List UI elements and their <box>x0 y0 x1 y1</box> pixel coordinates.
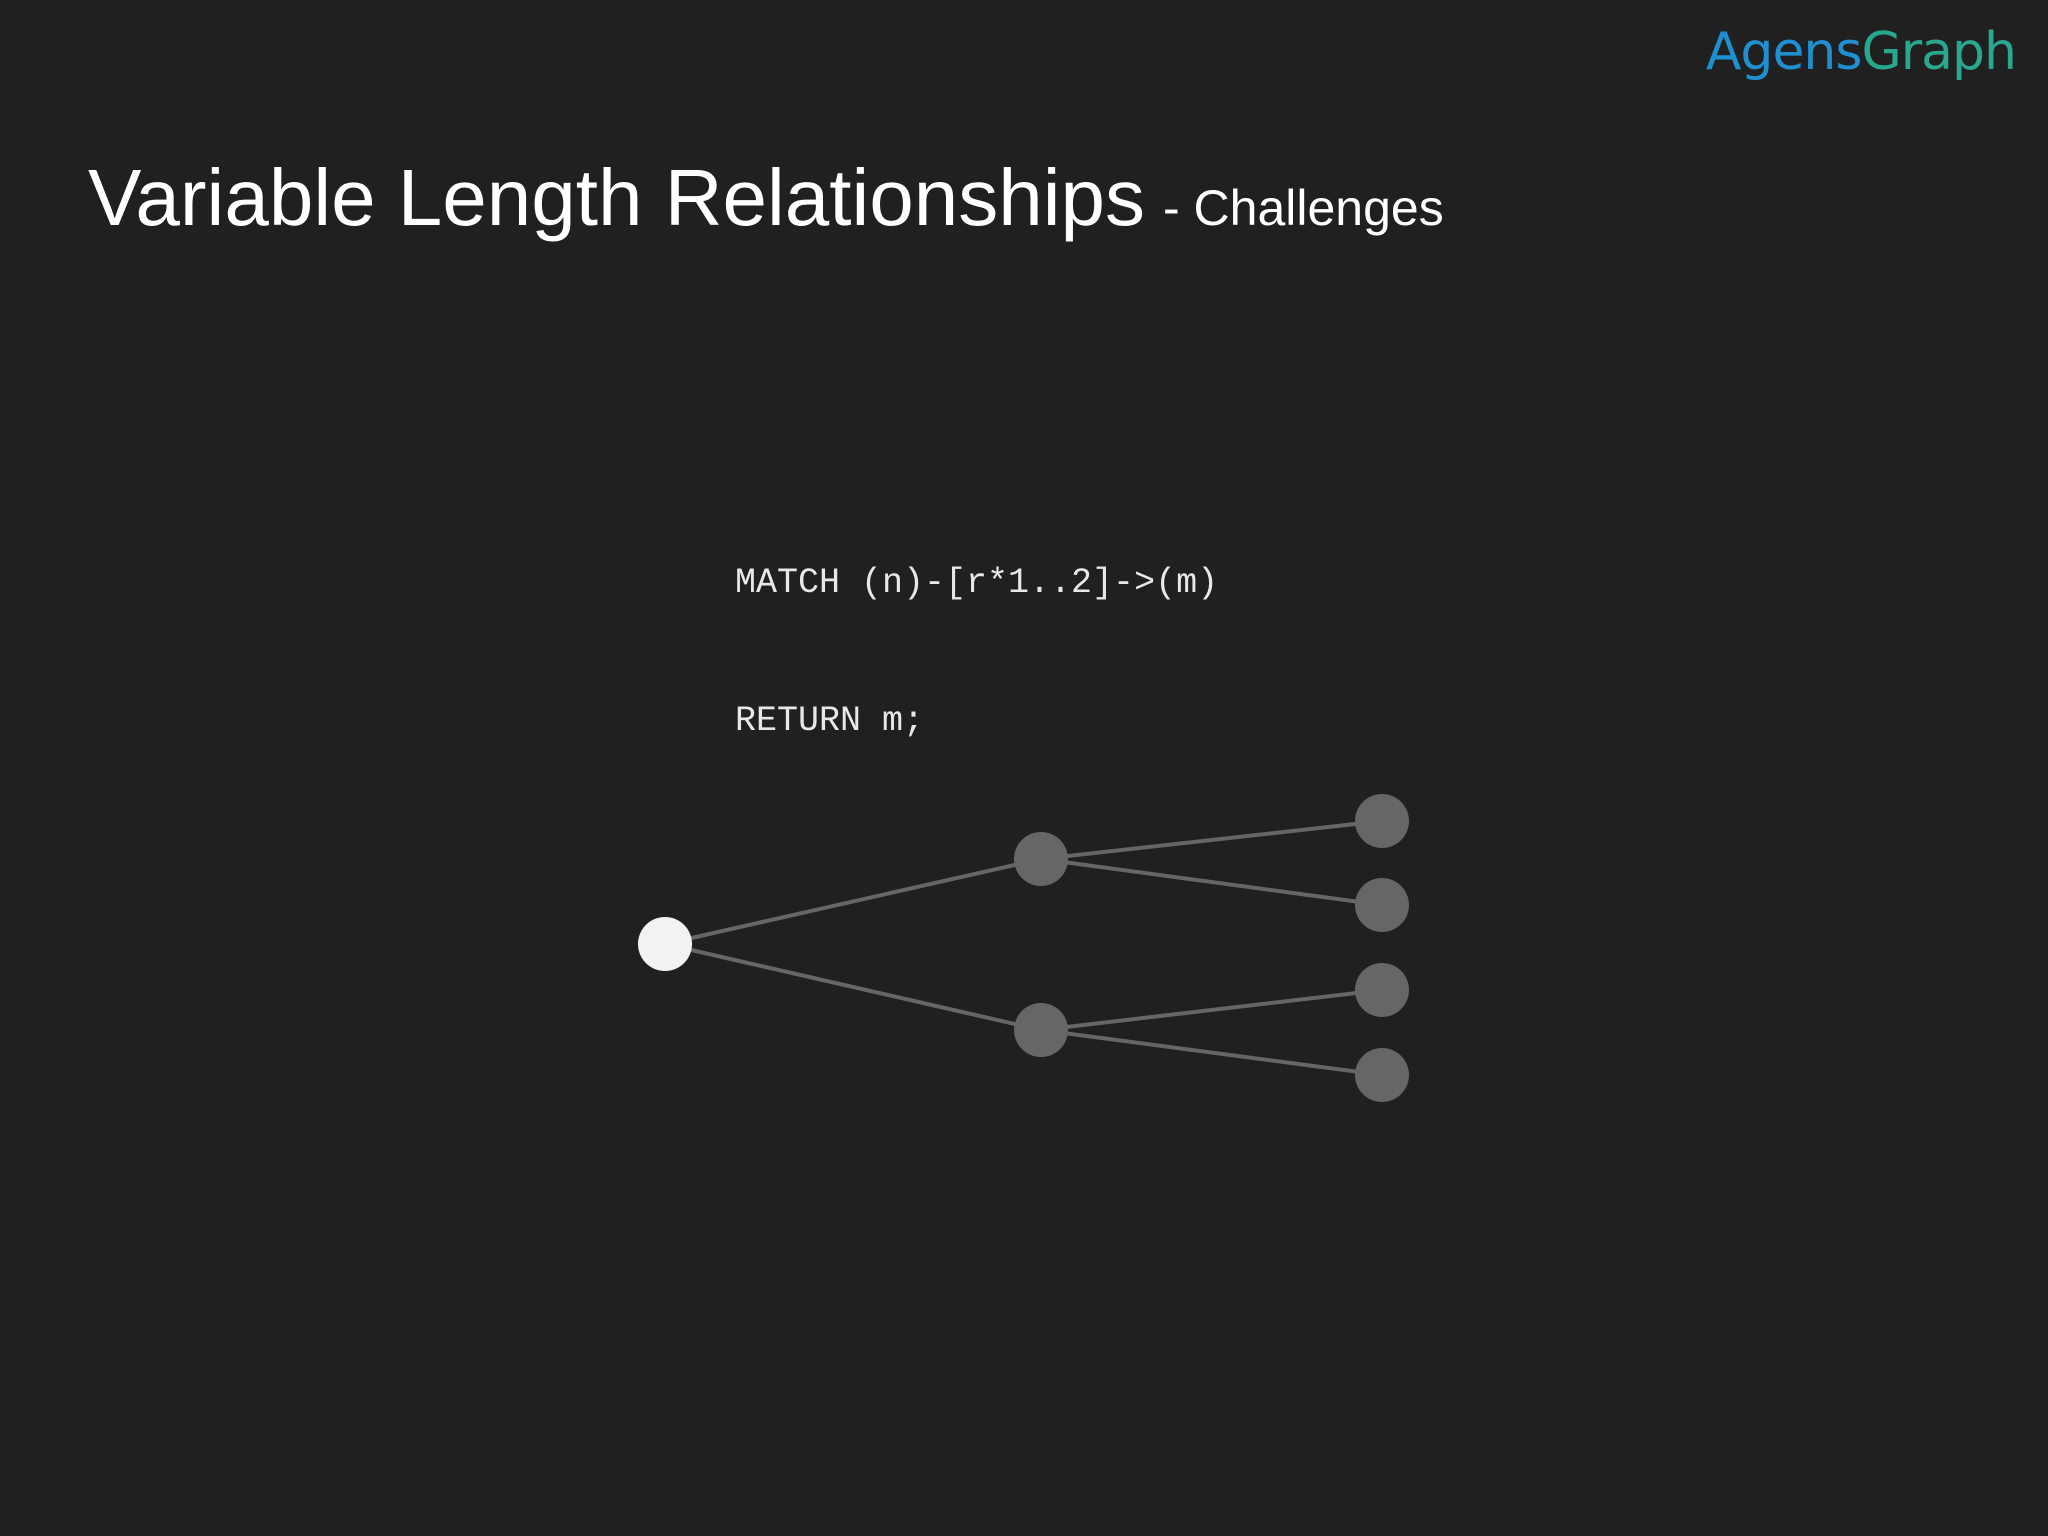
title-main: Variable Length Relationships <box>88 153 1145 242</box>
hop2-node-3 <box>1355 963 1409 1017</box>
edge-root-to-mid-bottom <box>664 942 1042 1032</box>
logo-text-graph: Graph <box>1861 22 2017 82</box>
edge-root-to-mid-top <box>664 857 1042 946</box>
query-line-2: RETURN m; <box>735 701 925 741</box>
hop1-node-bottom <box>1014 1003 1068 1057</box>
edge-mid-bottom-to-leaf-3 <box>1040 988 1383 1032</box>
edge-mid-top-to-leaf-1 <box>1040 819 1383 861</box>
hop1-node-top <box>1014 832 1068 886</box>
edge-mid-top-to-leaf-2 <box>1040 857 1383 907</box>
hop2-node-4 <box>1355 1048 1409 1102</box>
hop2-node-1 <box>1355 794 1409 848</box>
start-node-n <box>638 917 692 971</box>
edge-mid-bottom-to-leaf-4 <box>1040 1028 1383 1077</box>
title-subtitle: - Challenges <box>1163 180 1444 236</box>
query-line-1: MATCH (n)-[r*1..2]->(m) <box>735 563 1219 603</box>
agensgraph-logo: AgensGraph <box>1706 26 2017 78</box>
slide-title: Variable Length Relationships- Challenge… <box>88 158 1444 238</box>
cypher-query: MATCH (n)-[r*1..2]->(m) RETURN m; <box>735 468 1218 836</box>
hop2-node-2 <box>1355 878 1409 932</box>
logo-text-agens: Agens <box>1705 22 1863 82</box>
